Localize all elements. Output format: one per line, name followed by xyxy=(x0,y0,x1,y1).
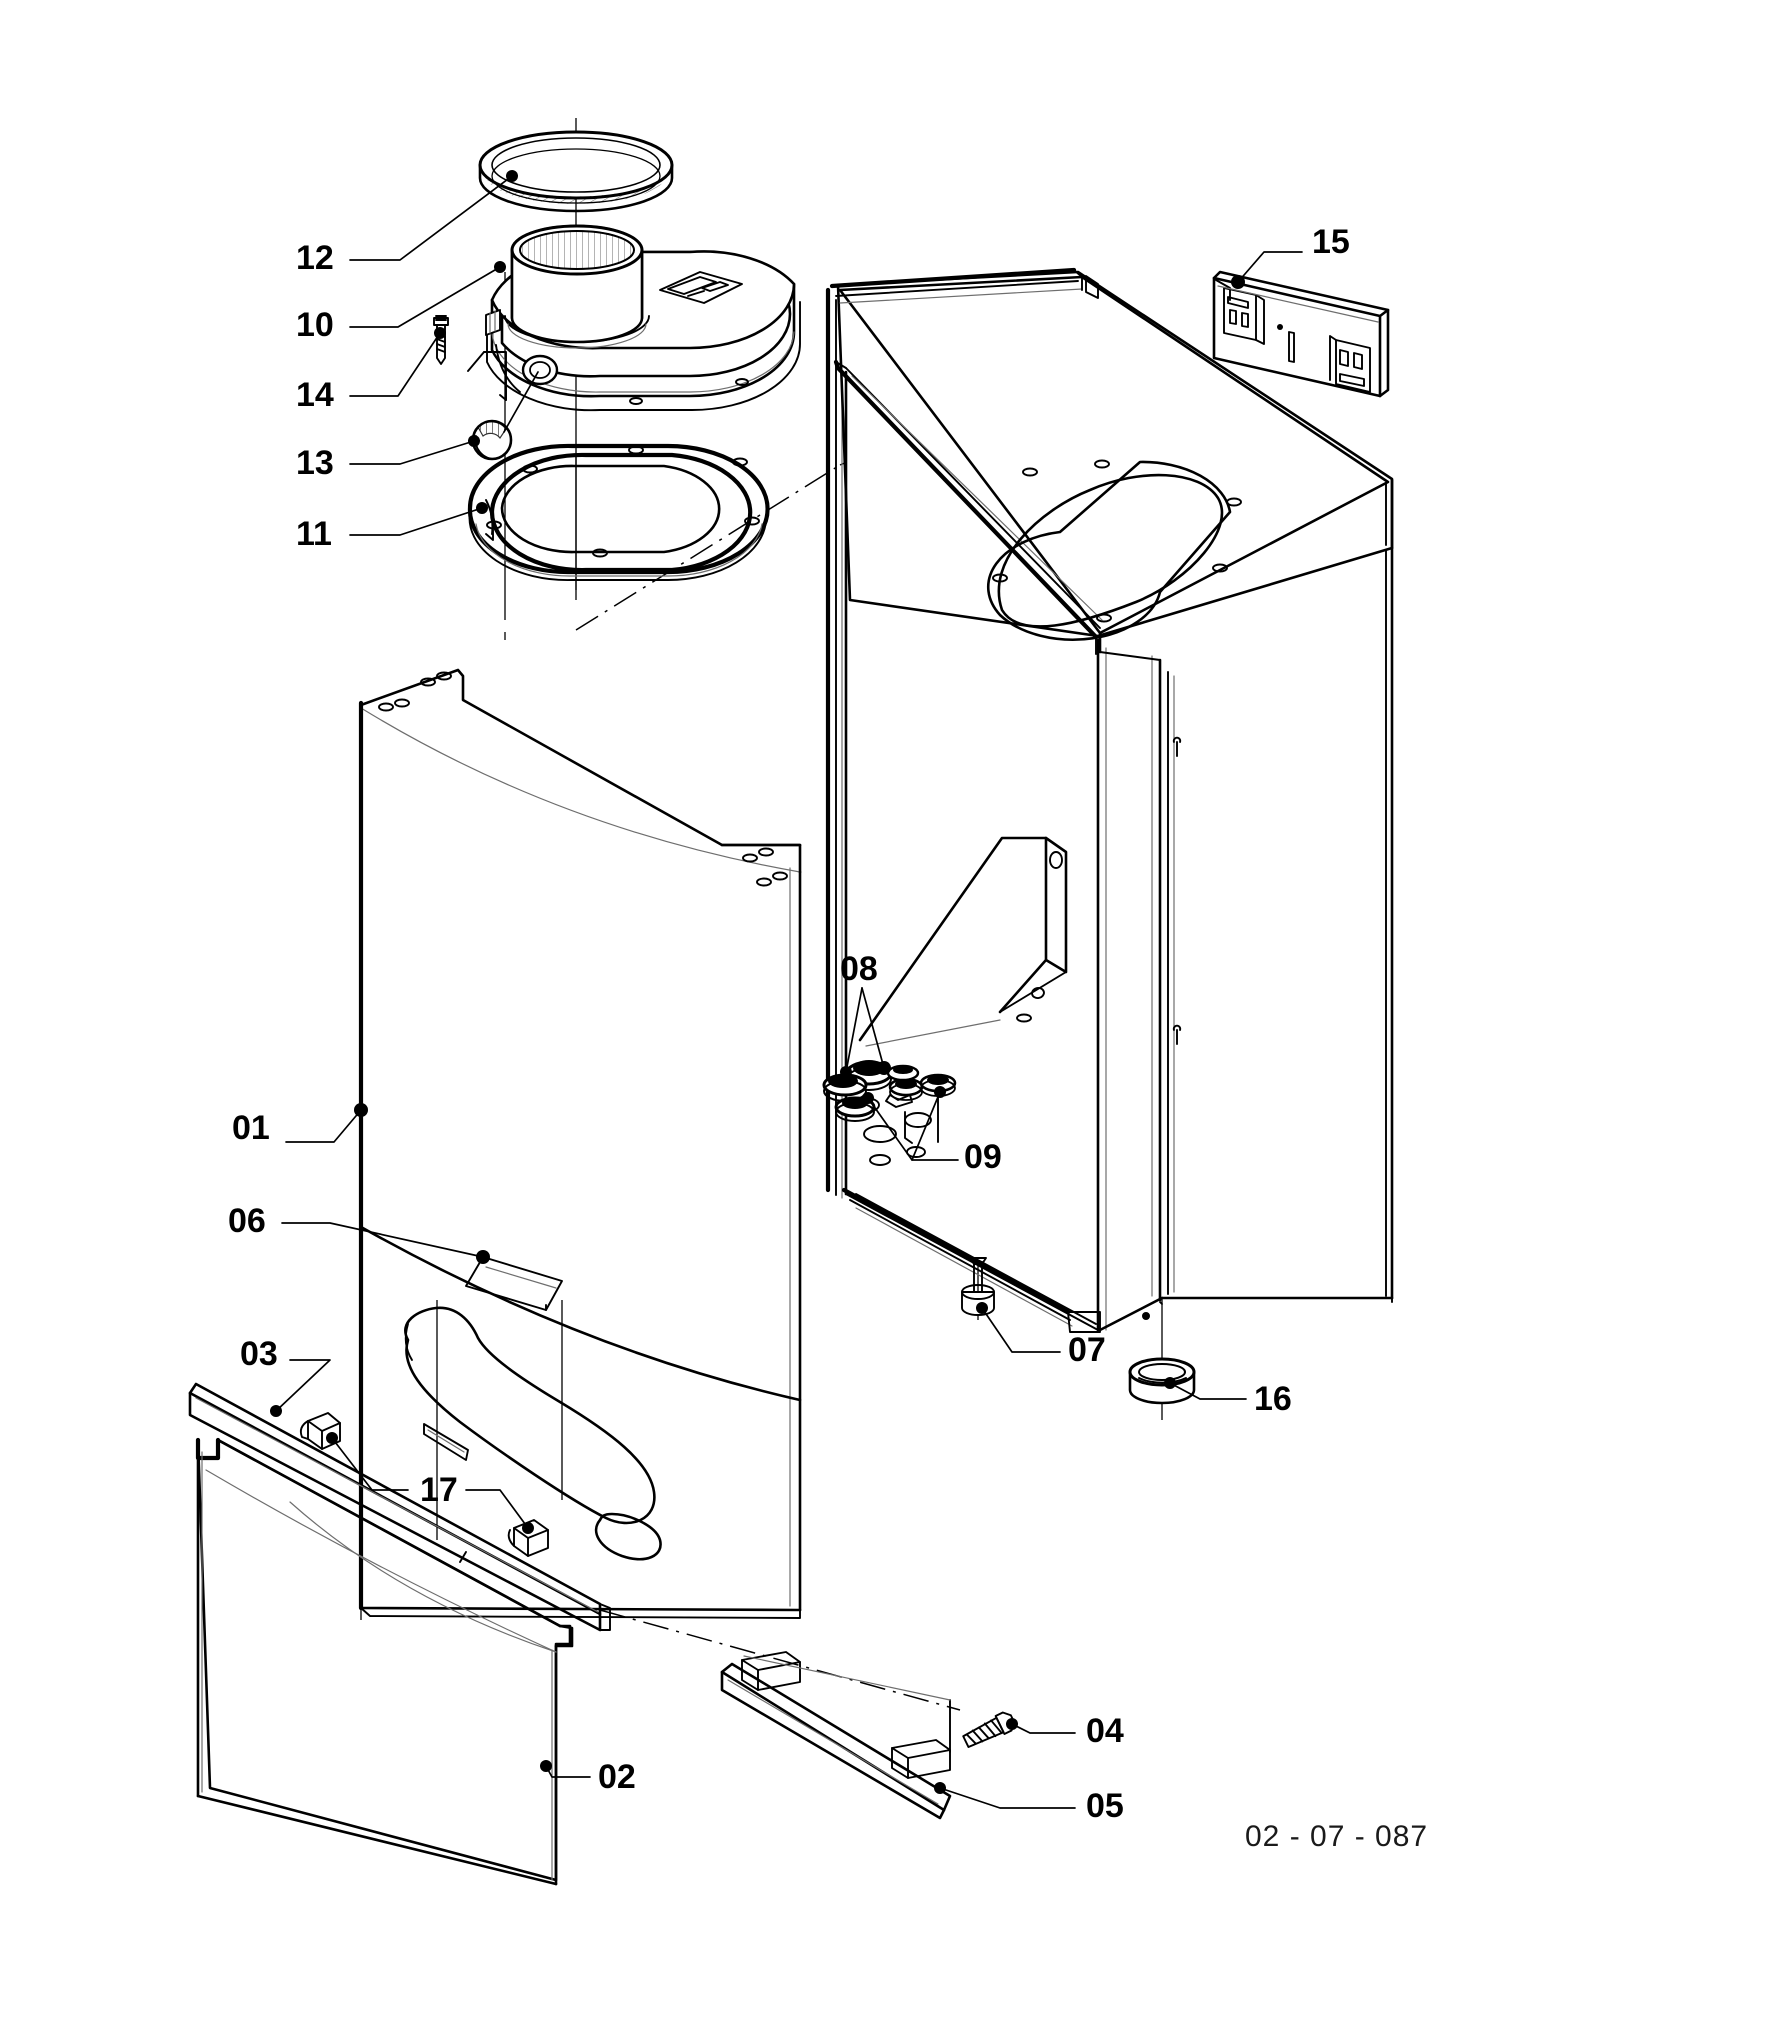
door-trim-strip xyxy=(188,1382,611,1632)
callout-label-06: 06 xyxy=(228,1202,266,1240)
callout-label-11: 11 xyxy=(296,515,332,553)
foot-spacer-ring xyxy=(1128,1357,1196,1405)
main-cabinet-body xyxy=(825,267,1394,1333)
callout-label-12: 12 xyxy=(296,239,334,277)
lower-front-trim-bar xyxy=(720,1651,952,1820)
callout-label-15: 15 xyxy=(1312,223,1350,261)
round-duct-gasket-ring xyxy=(478,130,674,213)
wall-mounting-bracket xyxy=(1212,270,1390,398)
callout-label-14: 14 xyxy=(296,376,334,414)
callout-label-17: 17 xyxy=(420,1471,458,1509)
door-hinge-pin xyxy=(299,1412,549,1557)
data-label-plate xyxy=(465,1256,563,1311)
front-panel-casing xyxy=(358,668,802,1619)
grommet-seal-small xyxy=(885,1064,957,1144)
callout-leaders xyxy=(270,170,1303,1809)
callout-label-08: 08 xyxy=(840,950,878,988)
oval-flange-gasket xyxy=(467,443,770,581)
callout-label-13: 13 xyxy=(296,444,334,482)
front-door-panel xyxy=(195,1437,574,1886)
callout-label-01: 01 xyxy=(232,1109,270,1147)
blower-fan-assembly xyxy=(485,224,801,412)
callout-label-16: 16 xyxy=(1254,1380,1292,1418)
callout-label-04: 04 xyxy=(1086,1712,1124,1750)
callout-label-10: 10 xyxy=(296,306,334,344)
callout-label-02: 02 xyxy=(598,1758,636,1796)
callout-label-07: 07 xyxy=(1068,1331,1106,1369)
drawing-code: 02 - 07 - 087 xyxy=(1245,1820,1429,1853)
callout-label-03: 03 xyxy=(240,1335,278,1373)
callout-label-05: 05 xyxy=(1086,1787,1124,1825)
callout-label-09: 09 xyxy=(964,1138,1002,1176)
